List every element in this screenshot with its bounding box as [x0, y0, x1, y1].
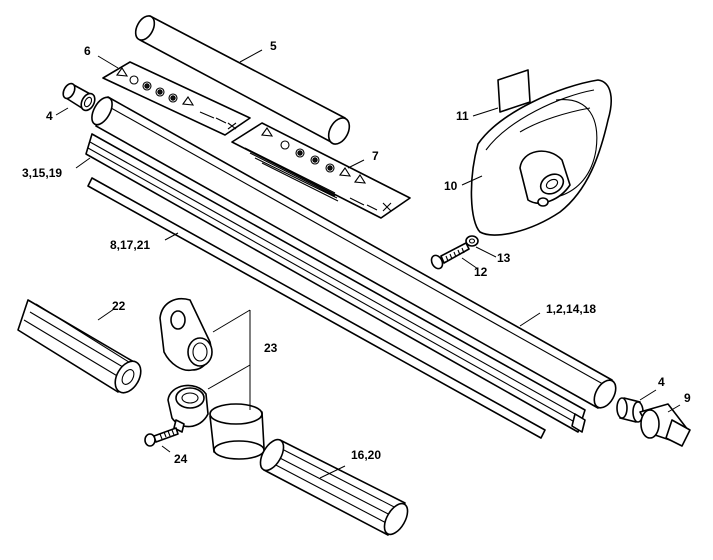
- part-22-coupling[interactable]: [17, 299, 146, 397]
- part-4-bushing-right[interactable]: [616, 397, 644, 423]
- part-24-screw[interactable]: [144, 427, 179, 447]
- part-5-tube[interactable]: [132, 13, 354, 148]
- callout-8: 8,17,21: [110, 238, 150, 252]
- part-9-end-cap[interactable]: [639, 403, 691, 447]
- part-12-screw[interactable]: [429, 242, 470, 271]
- callout-12: 12: [474, 265, 488, 279]
- callout-9: 9: [684, 391, 691, 405]
- callout-3: 3,15,19: [22, 166, 62, 180]
- callout-labels: 1,2,14,18 3,15,19 4 4 5 6 7 8,17,21 9 10…: [22, 39, 691, 466]
- callout-7: 7: [372, 149, 379, 163]
- callout-11: 11: [456, 109, 469, 123]
- callout-22: 22: [112, 299, 126, 313]
- callout-4-right: 4: [658, 375, 665, 389]
- callout-24: 24: [174, 452, 188, 466]
- part-7-decal[interactable]: [231, 122, 411, 219]
- callout-23: 23: [264, 341, 278, 355]
- part-8-drive-shaft[interactable]: [87, 177, 546, 439]
- part-1-drive-tube[interactable]: [88, 94, 620, 411]
- part-23-clamp[interactable]: [159, 298, 265, 460]
- callout-10: 10: [444, 179, 458, 193]
- part-10-deflector[interactable]: [470, 79, 612, 236]
- part-3-liner[interactable]: [85, 133, 586, 433]
- part-16-grip[interactable]: [256, 436, 413, 538]
- callout-4-left: 4: [46, 109, 53, 123]
- callout-16: 16,20: [351, 448, 381, 462]
- callout-1: 1,2,14,18: [546, 302, 596, 316]
- callout-5: 5: [270, 39, 277, 53]
- callout-13: 13: [497, 251, 511, 265]
- callout-6: 6: [84, 44, 91, 58]
- part-4-bushing-left[interactable]: [61, 82, 98, 113]
- part-13-washer[interactable]: [465, 235, 479, 247]
- part-11-label[interactable]: [497, 69, 531, 113]
- part-6-decal[interactable]: [102, 61, 251, 136]
- leader-lines: [55, 49, 681, 479]
